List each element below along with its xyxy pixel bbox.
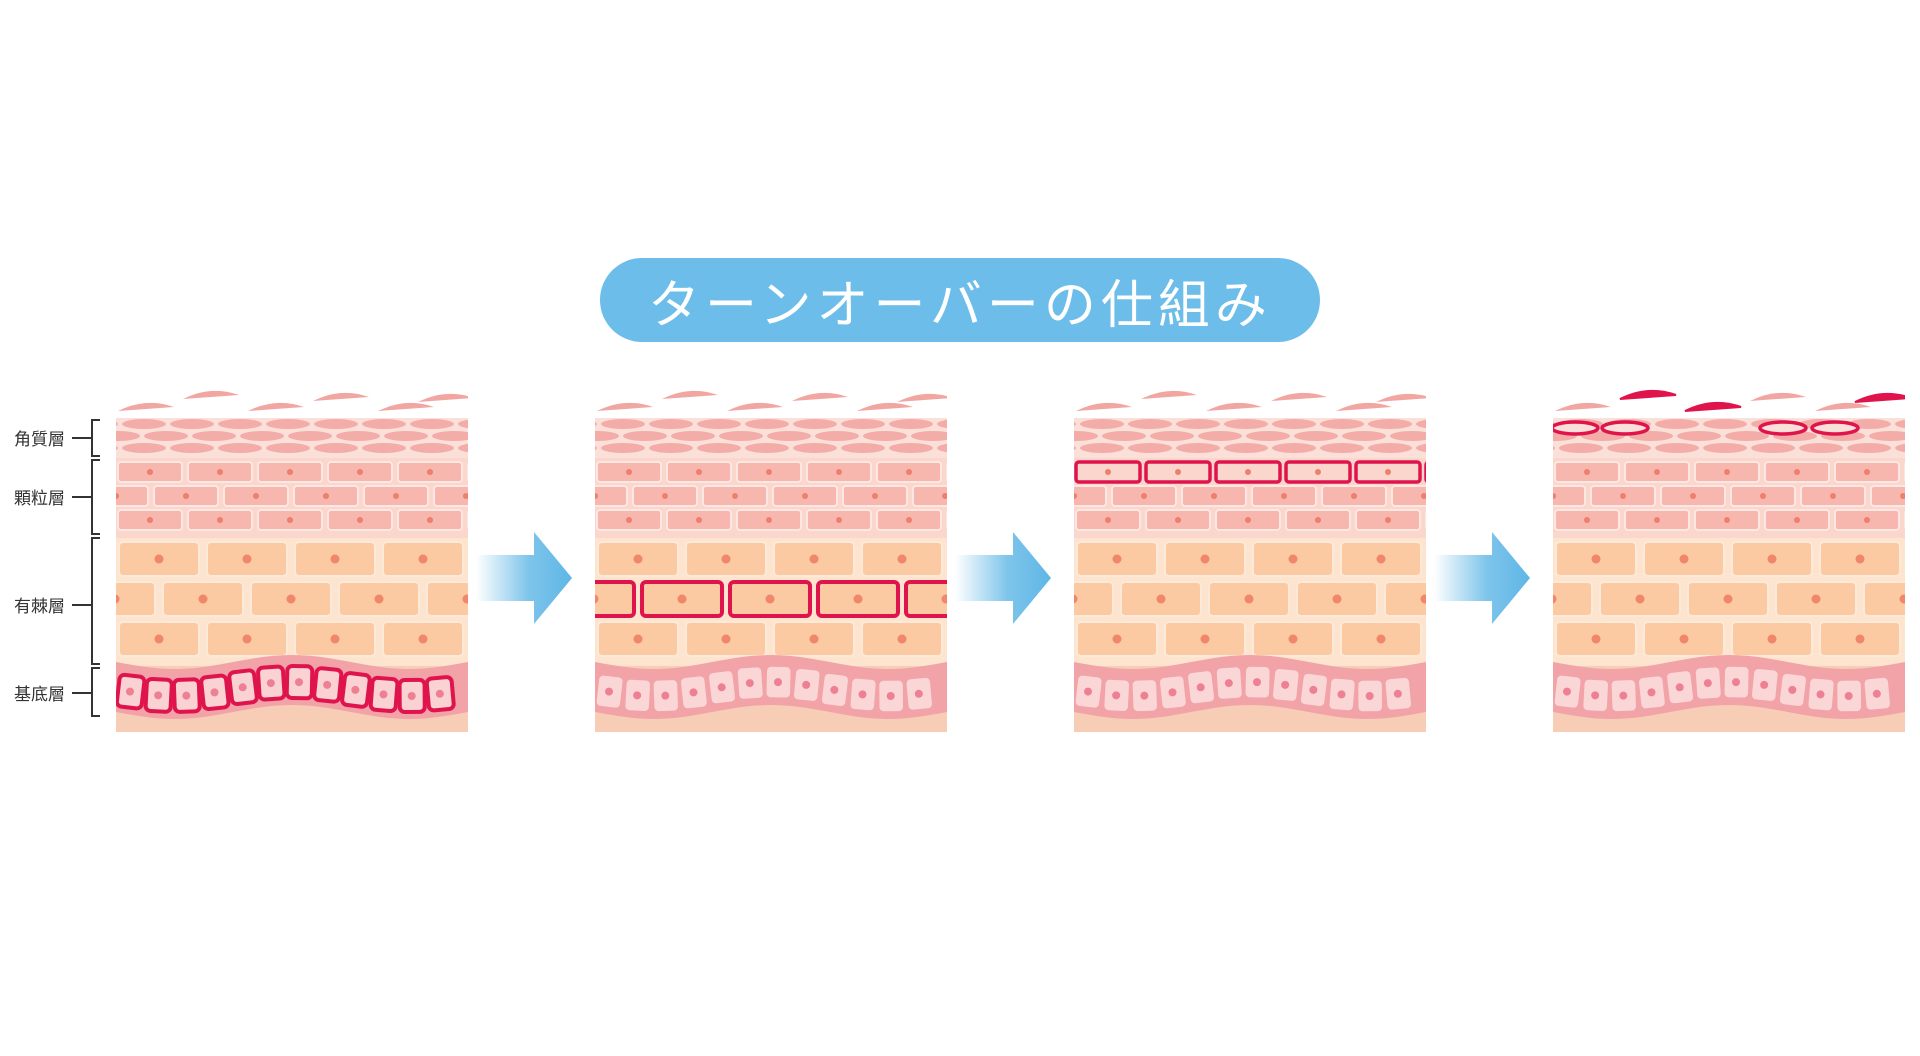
label-spinous-text: 有棘層: [14, 597, 65, 617]
diagram-title: ターンオーバーの仕組み: [648, 275, 1272, 336]
title-pill: ターンオーバーの仕組み: [600, 258, 1320, 342]
spinous-cells: [116, 541, 468, 657]
stratum-corneum-cells: [1553, 419, 1905, 453]
granular-cells: [116, 461, 468, 531]
stage-panel-1: [116, 390, 468, 732]
label-stratum-corneum-text: 角質層: [14, 430, 65, 450]
spinous-cells: [595, 541, 947, 657]
granular-cells: [1074, 460, 1426, 531]
spinous-cells: [1074, 541, 1426, 657]
label-granular: 顆粒層: [14, 459, 100, 535]
granular-cells: [1553, 461, 1905, 531]
spinous-cells: [1553, 541, 1905, 657]
stage-arrow-1: [476, 532, 572, 624]
basal-cells: [595, 655, 947, 719]
stage-panel-2: [595, 390, 947, 732]
stage-arrows: [476, 532, 1530, 624]
label-granular-text: 顆粒層: [14, 489, 65, 509]
stage-arrow-3: [1434, 532, 1530, 624]
basal-cells: [1553, 655, 1905, 719]
stratum-corneum-cells: [595, 419, 947, 453]
granular-cells: [595, 461, 947, 531]
stage-panel-3: [1074, 390, 1426, 732]
surface-flakes: [1555, 389, 1905, 412]
stage-arrow-2: [955, 532, 1051, 624]
surface-flakes: [1076, 390, 1426, 411]
basal-cells: [1074, 655, 1426, 719]
label-stratum-corneum: 角質層: [14, 419, 100, 457]
surface-flakes: [118, 390, 468, 411]
label-basal: 基底層: [14, 667, 100, 717]
stratum-corneum-cells: [1074, 419, 1426, 453]
basal-cells: [116, 655, 468, 719]
stage-panels: [116, 389, 1905, 732]
layer-labels: 角質層 顆粒層 有棘層 基底層: [14, 419, 100, 717]
stratum-corneum-cells: [116, 419, 468, 453]
stage-panel-4: [1553, 389, 1905, 732]
label-spinous: 有棘層: [14, 537, 100, 665]
label-basal-text: 基底層: [14, 685, 65, 705]
surface-flakes: [597, 390, 947, 411]
